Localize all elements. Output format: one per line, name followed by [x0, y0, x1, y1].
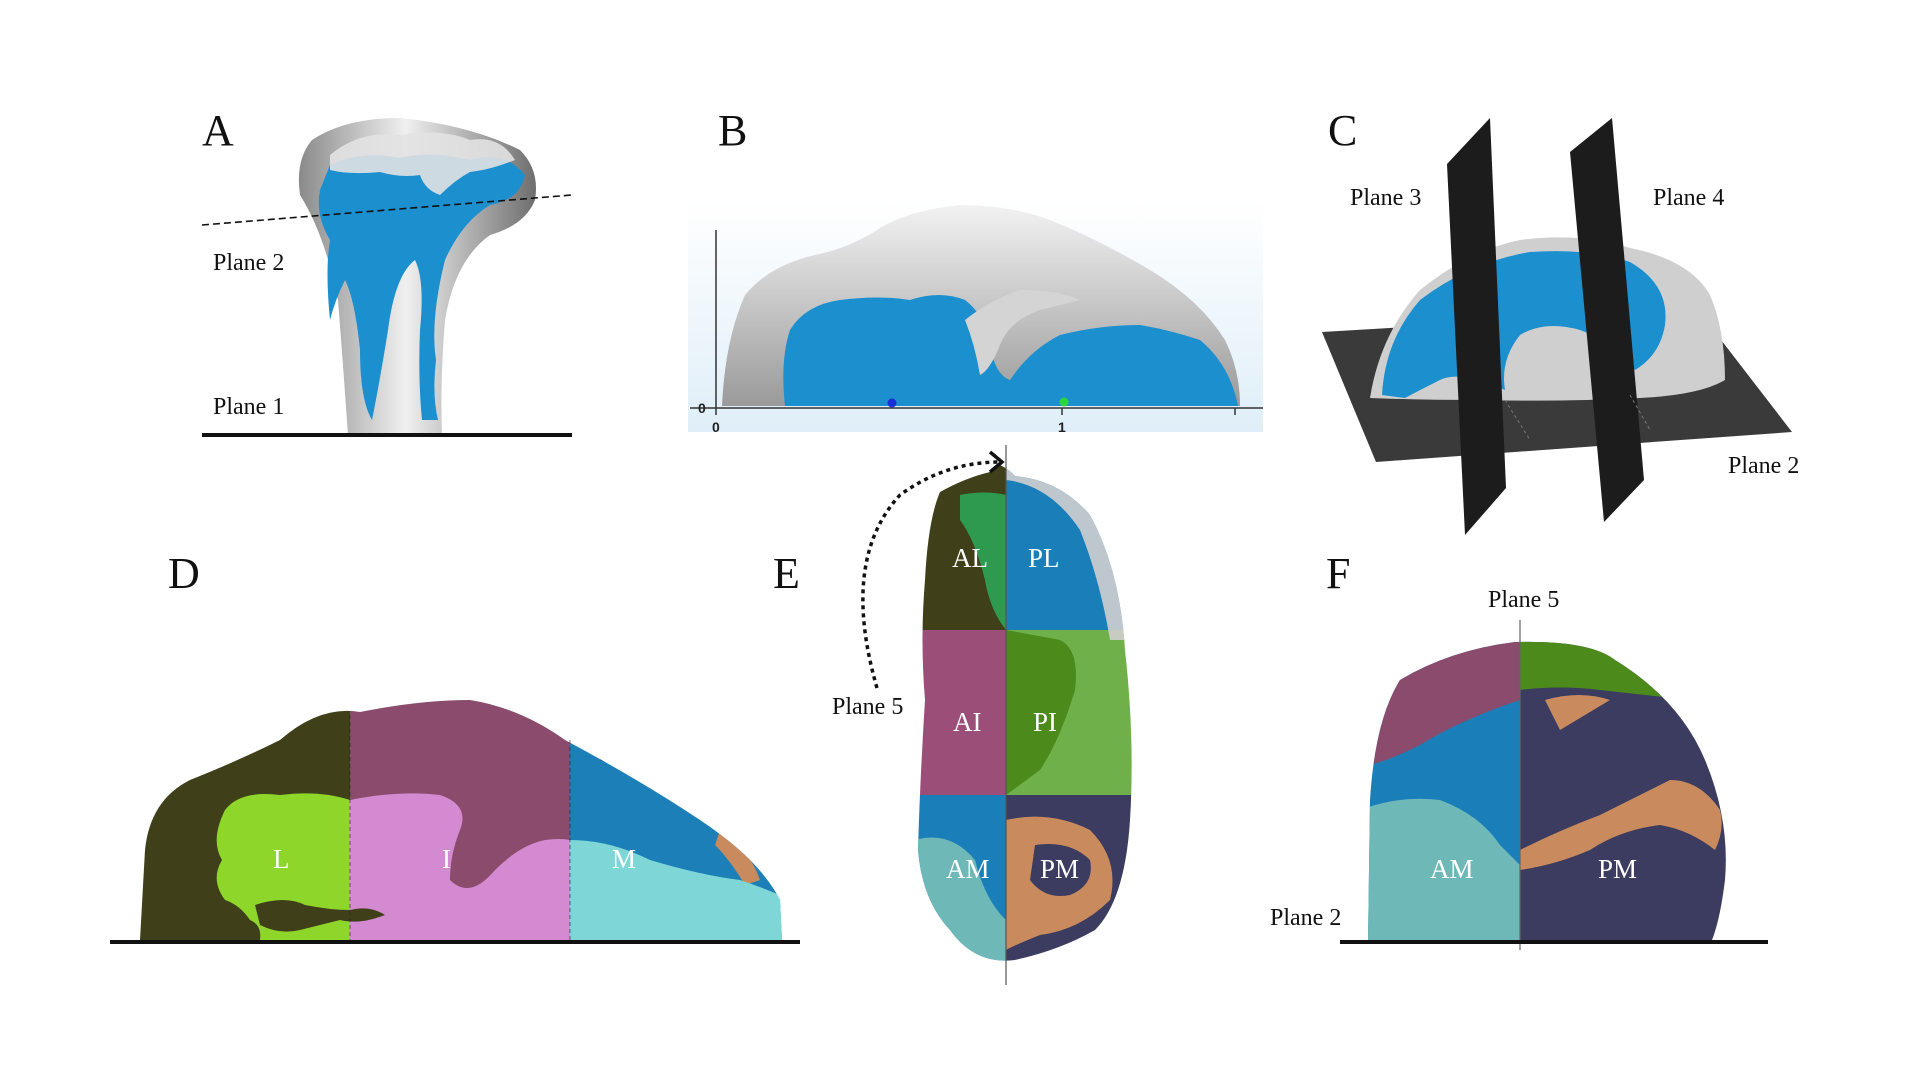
region-medial-cartilage — [570, 840, 782, 940]
plane-4-label: Plane 4 — [1653, 185, 1724, 211]
panel-b-tick-y0: 0 — [698, 400, 706, 416]
panel-c: C Plane 3 Plane 4 Plane 2 — [1322, 106, 1799, 535]
panel-a: A Plane 2 Plane 1 — [201, 106, 573, 437]
region-lateral-notch — [255, 900, 385, 932]
panel-b: B 0 0 1 — [688, 106, 1263, 435]
plane-2-label-a: Plane 2 — [213, 250, 284, 276]
region-f-orange-top — [1545, 695, 1610, 730]
region-pm-dark-core — [1030, 844, 1091, 896]
panel-e-letter: E — [773, 549, 800, 598]
region-label-ai: AI — [953, 707, 982, 737]
plane-5-label-e: Plane 5 — [832, 694, 903, 720]
region-label-am-f: AM — [1430, 854, 1474, 884]
panel-c-letter: C — [1328, 106, 1357, 155]
plane-1-label-a: Plane 1 — [213, 394, 284, 420]
plane-5-arrow — [861, 460, 1001, 689]
panel-e: E Plane 5 AL PL AI PI AM PM — [773, 445, 1132, 985]
region-label-pl: PL — [1028, 543, 1060, 573]
region-medial-orange — [715, 830, 760, 885]
panel-a-letter: A — [202, 106, 234, 155]
region-f-orange — [1520, 780, 1722, 870]
panel-b-letter: B — [718, 106, 747, 155]
region-al-green — [960, 492, 1006, 630]
plateau-side-bone-patch — [965, 290, 1080, 375]
plane-2-label-f: Plane 2 — [1270, 905, 1341, 931]
region-label-pm-e: PM — [1040, 854, 1079, 884]
panel-b-tick-x1: 1 — [1058, 419, 1066, 435]
region-lateral-cartilage — [216, 793, 350, 940]
landmark-blue — [887, 398, 897, 408]
plane-5-arrowhead — [988, 450, 1005, 474]
region-label-al: AL — [952, 543, 988, 573]
plateau-side-cartilage — [783, 295, 1238, 406]
region-label-pm-f: PM — [1598, 854, 1637, 884]
region-pi-dark — [1006, 630, 1076, 795]
landmark-green — [1059, 397, 1069, 407]
plane-2-label-c: Plane 2 — [1728, 453, 1799, 479]
panel-d-letter: D — [168, 549, 200, 598]
region-ai — [918, 630, 1006, 795]
plane-2-c-edge-2 — [1629, 394, 1651, 431]
plane-3-label: Plane 3 — [1350, 185, 1421, 211]
plane-5-label-f: Plane 5 — [1488, 587, 1559, 613]
region-label-l: L — [273, 844, 290, 874]
region-label-pi: PI — [1033, 707, 1057, 737]
tibia-cartilage — [318, 154, 525, 420]
region-label-m: M — [612, 844, 636, 874]
panel-f: F Plane 5 Plane 2 AM PM — [1270, 549, 1768, 950]
region-label-am-e: AM — [946, 854, 990, 884]
plane-2-c-edge-1 — [1504, 399, 1531, 441]
bone-top-rim — [1006, 465, 1130, 640]
region-intermediate-cartilage — [350, 793, 570, 940]
tibia-plateau-highlight — [330, 132, 515, 195]
panel-f-letter: F — [1326, 549, 1350, 598]
region-f-am — [1368, 798, 1520, 940]
region-label-i: I — [442, 844, 451, 874]
panel-b-tick-x0: 0 — [712, 419, 720, 435]
panel-d: D L I M — [110, 549, 800, 944]
plane-4-sheet — [1570, 118, 1644, 522]
plane-2-line-a — [201, 194, 573, 226]
plane-3-sheet — [1447, 118, 1506, 535]
